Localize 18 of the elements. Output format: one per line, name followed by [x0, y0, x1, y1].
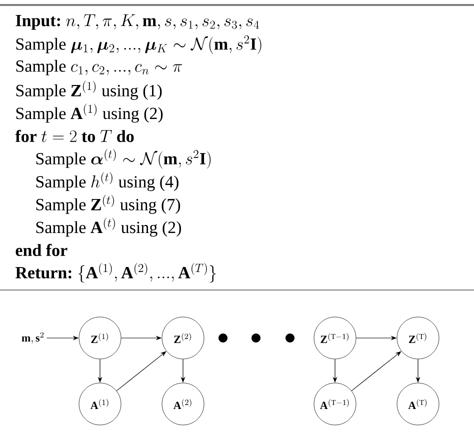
algorithm-line: $\mbox{Sample } \boldsymbol{\alpha}^{(t)} \sim \mathcal{N}(\mathbf{m}, s^2\mathbf{I})$	[36, 149, 211, 169]
algorithm-line: $\mbox{Sample } \mathbf{Z}^{(1)} \mbox{ using (1)}$	[16, 80, 162, 100]
algorithm-line: $\textbf{for } t = 2 \textbf{ to } T \textbf{ do}$	[15, 130, 134, 142]
algorithm-line: $\mbox{Sample } \mathbf{Z}^{(t)} \mbox{ using (7)}$	[36, 194, 180, 214]
algorithm-line: $\mbox{Sample } \boldsymbol{\mu}_1, \boldsymbol{\mu}_2, ..., \boldsymbol{\mu}_K \sim \mathcal{N}(\mathbf{m}, s^2\mathbf{I})$	[16, 35, 262, 54]
algorithm-line: $\mbox{Sample } \mathbf{A}^{(t)} \mbox{ using (2)}$	[36, 218, 181, 237]
algorithm-line: $\textbf{Return:}\ \{\mathbf{A}^{(1)}, \mathbf{A}^{(2)}, ..., \mathbf{A}^{(T)}\}$	[16, 263, 216, 283]
ellipsis-dot	[252, 334, 260, 342]
algorithm-line: $\mbox{Sample } c_1, c_2, ..., c_n \sim \pi$	[16, 60, 182, 76]
input-label: $\mathbf{m},\mathbf{s}^2$	[22, 332, 44, 344]
algorithm-line: $\mbox{Sample } h^{(t)} \mbox{ using (4)}$	[36, 172, 178, 192]
algorithm-line: $\textbf{end for}$	[16, 244, 68, 256]
ellipsis-dot	[218, 334, 228, 342]
algorithm-line: $\textbf{Input:}\ n, T, \pi, K, \mathbf{m}, s, s_1, s_2, s_3, s_4$	[16, 14, 259, 30]
arrow	[116, 351, 166, 392]
algorithm-line: $\mbox{Sample } \mathbf{A}^{(1)} \mbox{ using (2)}$	[16, 104, 163, 123]
arrow	[351, 351, 402, 392]
ellipsis-dot	[286, 334, 294, 342]
